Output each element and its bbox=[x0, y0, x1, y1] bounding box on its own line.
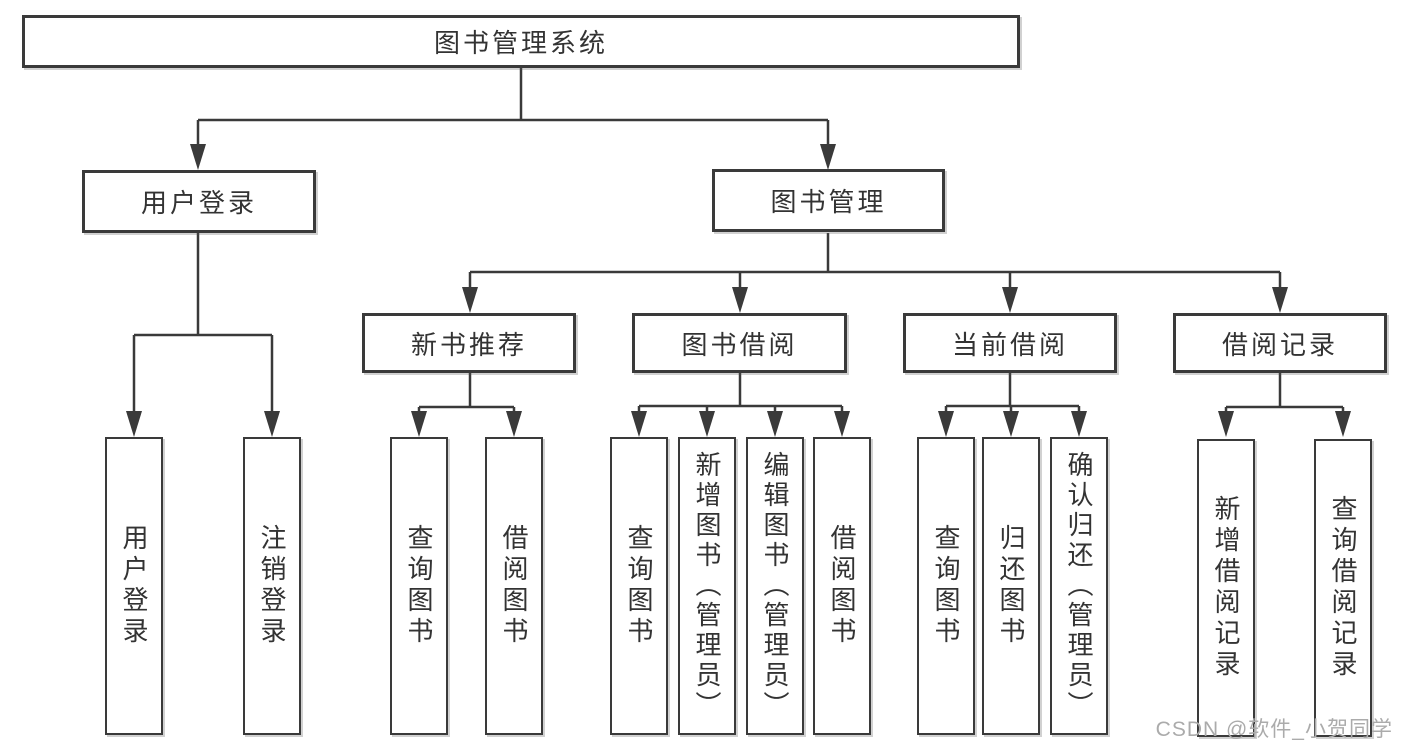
node-user-login: 用户登录 bbox=[82, 170, 316, 233]
arrow-down-icon bbox=[1272, 287, 1288, 313]
node-current-borrow: 当前借阅 bbox=[903, 313, 1117, 373]
connector-root-to-level2 bbox=[190, 68, 836, 170]
leaf-add-borrow-record: 新增借阅记录 bbox=[1197, 439, 1255, 737]
arrow-down-icon bbox=[264, 411, 280, 437]
leaf-borrow-books-recommend: 借阅图书 bbox=[485, 437, 543, 735]
connector-borrow-records-to-leaves bbox=[1218, 373, 1351, 437]
leaf-add-book-admin-label: 新增图书（管理员） bbox=[692, 451, 722, 721]
arrow-down-icon bbox=[1218, 411, 1234, 437]
node-current-borrow-label: 当前借阅 bbox=[951, 329, 1068, 360]
connector-current-borrow-to-leaves bbox=[938, 373, 1087, 437]
leaf-borrow-books: 借阅图书 bbox=[813, 437, 871, 735]
arrow-down-icon bbox=[126, 411, 142, 437]
node-root-label: 图书管理系统 bbox=[433, 28, 608, 58]
leaf-add-borrow-record-label: 新增借阅记录 bbox=[1211, 495, 1241, 681]
leaf-query-books-borrow: 查询图书 bbox=[610, 437, 668, 735]
leaf-query-borrow-record-label: 查询借阅记录 bbox=[1328, 495, 1358, 681]
leaf-return-book-label: 归还图书 bbox=[996, 524, 1026, 648]
arrow-down-icon bbox=[767, 411, 783, 437]
leaf-query-books-borrow-label: 查询图书 bbox=[624, 524, 654, 648]
node-new-book-recommend: 新书推荐 bbox=[362, 313, 576, 373]
arrow-down-icon bbox=[631, 411, 647, 437]
connector-book-borrow-to-leaves bbox=[631, 373, 850, 437]
leaf-user-login-label: 用户登录 bbox=[119, 524, 149, 648]
leaf-return-book: 归还图书 bbox=[982, 437, 1040, 735]
arrow-down-icon bbox=[411, 411, 427, 437]
arrow-down-icon bbox=[506, 411, 522, 437]
connector-new-book-recommend-to-leaves bbox=[411, 373, 522, 437]
node-borrow-records: 借阅记录 bbox=[1173, 313, 1387, 373]
arrow-down-icon bbox=[699, 411, 715, 437]
arrow-down-icon bbox=[1071, 411, 1087, 437]
leaf-query-books-current: 查询图书 bbox=[917, 437, 975, 735]
node-new-book-recommend-label: 新书推荐 bbox=[410, 329, 527, 360]
leaf-logout-login: 注销登录 bbox=[243, 437, 301, 735]
watermark: CSDN @软件_小贺同学 bbox=[1155, 718, 1393, 741]
node-borrow-records-label: 借阅记录 bbox=[1221, 329, 1338, 360]
leaf-query-books-recommend-label: 查询图书 bbox=[404, 524, 434, 648]
arrow-down-icon bbox=[1002, 287, 1018, 313]
leaf-user-login: 用户登录 bbox=[105, 437, 163, 735]
leaf-edit-book-admin: 编辑图书（管理员） bbox=[746, 437, 804, 735]
arrow-down-icon bbox=[462, 287, 478, 313]
leaf-edit-book-admin-label: 编辑图书（管理员） bbox=[760, 451, 790, 721]
leaf-query-books-recommend: 查询图书 bbox=[390, 437, 448, 735]
leaf-query-books-current-label: 查询图书 bbox=[931, 524, 961, 648]
arrow-down-icon bbox=[732, 287, 748, 313]
node-user-login-label: 用户登录 bbox=[140, 188, 257, 218]
arrow-down-icon bbox=[1335, 411, 1351, 437]
leaf-borrow-books-label: 借阅图书 bbox=[827, 524, 857, 648]
leaf-add-book-admin: 新增图书（管理员） bbox=[678, 437, 736, 735]
node-book-management: 图书管理 bbox=[712, 169, 945, 232]
leaf-confirm-return-admin-label: 确认归还（管理员） bbox=[1064, 451, 1094, 721]
arrow-down-icon bbox=[1003, 411, 1019, 437]
arrow-down-icon bbox=[190, 144, 206, 170]
node-book-borrow: 图书借阅 bbox=[632, 313, 847, 373]
node-book-borrow-label: 图书借阅 bbox=[681, 329, 798, 360]
node-root: 图书管理系统 bbox=[22, 15, 1020, 68]
arrow-down-icon bbox=[938, 411, 954, 437]
leaf-logout-login-label: 注销登录 bbox=[257, 524, 287, 648]
arrow-down-icon bbox=[834, 411, 850, 437]
leaf-query-borrow-record: 查询借阅记录 bbox=[1314, 439, 1372, 737]
connector-book-management-to-level3 bbox=[462, 233, 1288, 313]
leaf-borrow-books-recommend-label: 借阅图书 bbox=[499, 524, 529, 648]
arrow-down-icon bbox=[820, 144, 836, 170]
connector-user-login-to-leaves bbox=[126, 233, 280, 437]
leaf-confirm-return-admin: 确认归还（管理员） bbox=[1050, 437, 1108, 735]
node-book-management-label: 图书管理 bbox=[770, 187, 887, 217]
